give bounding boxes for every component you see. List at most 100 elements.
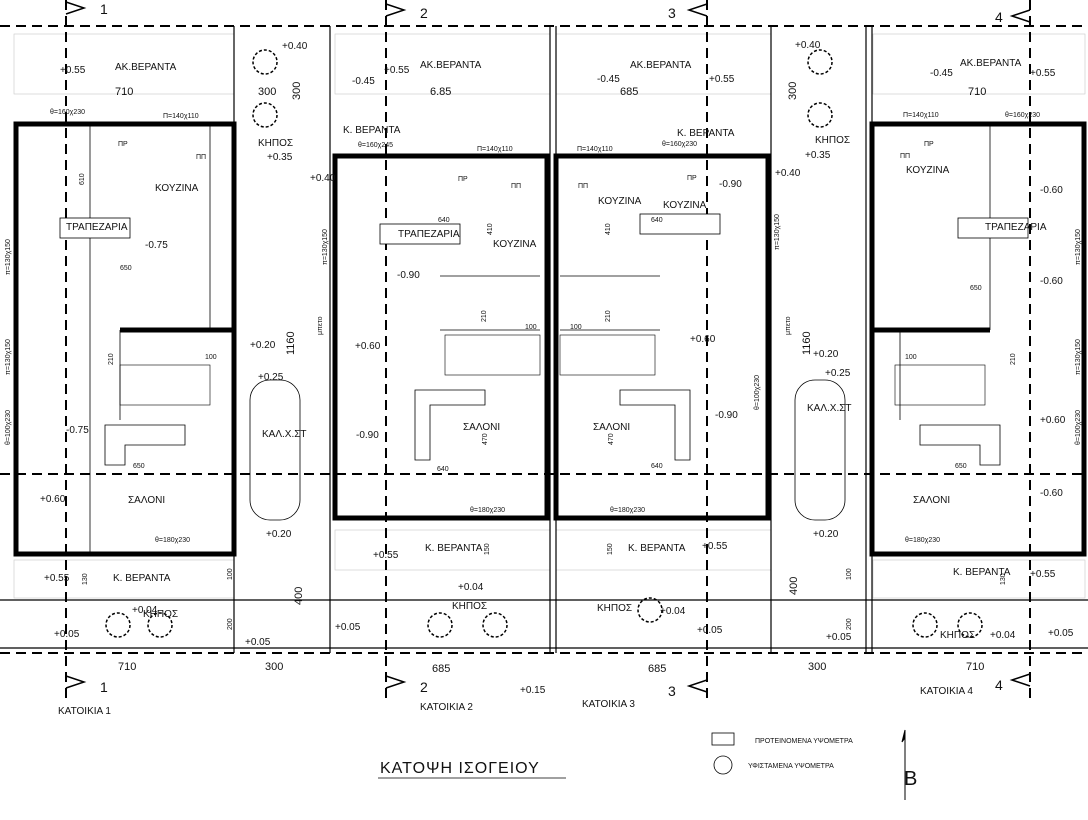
dim-650-1: 650: [120, 265, 132, 272]
legend-existing-label: ΥΦΙΣΤΑΜΕΝΑ ΥΨΟΜΕΤΡΑ: [748, 763, 834, 770]
dim-1160-left: 1160: [285, 331, 297, 355]
level-p005-1b: +0.05: [245, 637, 271, 648]
tree-icon: [912, 612, 938, 638]
level-p055-2b: +0.55: [373, 550, 399, 561]
room-saloni-2: ΣΑΛΟΝΙ: [463, 422, 500, 433]
dim-100-4: 100: [905, 354, 917, 361]
dim-300-top: 300: [258, 86, 276, 98]
tree-icon: [427, 612, 453, 638]
legend-existing-swatch: [713, 755, 733, 775]
opening-w160x230-1: θ=160χ230: [50, 109, 85, 116]
level-p060-1: +0.60: [40, 494, 66, 505]
section-mark-1-bottom: 1: [100, 679, 108, 695]
level-m090-2a: -0.90: [397, 270, 420, 281]
dim-150-3: 150: [607, 543, 614, 555]
opening-mpeto-2: μπετο: [317, 316, 324, 335]
room-labels: ΑΚ.ΒΕΡΑΝΤΑ ΑΚ.ΒΕΡΑΝΤΑ ΑΚ.ΒΕΡΑΝΤΑ ΑΚ.ΒΕΡΑ…: [66, 58, 1047, 641]
dim-400-right: 400: [788, 577, 800, 595]
opening-p130x150-1: π=130χ150: [5, 239, 12, 275]
dim-410-2: 410: [487, 223, 494, 235]
room-ak-veranta-2: ΑΚ.ΒΕΡΑΝΤΑ: [420, 60, 482, 71]
section-mark-2-bottom: 2: [420, 679, 428, 695]
dim-610: 610: [79, 173, 86, 185]
dim-400-left: 400: [293, 587, 305, 605]
level-p060-3: +0.60: [690, 334, 716, 345]
dining-table: [59, 217, 131, 239]
room-kipos-4t: ΚΗΠΟΣ: [815, 135, 850, 146]
opening-p140x110-4: Π=140χ110: [903, 112, 939, 119]
level-p005-2: +0.05: [335, 622, 361, 633]
dim-300-left-v: 300: [291, 82, 303, 100]
level-p060-2: +0.60: [355, 341, 381, 352]
dining-tables: [59, 213, 1029, 245]
opening-pp-2: ΠΠ: [511, 183, 521, 190]
opening-p140x110-2: Π=140χ110: [477, 146, 513, 153]
dim-210-4: 210: [1010, 353, 1017, 365]
room-kouzina-3b: ΚΟΥΖΙΝΑ: [663, 200, 707, 211]
dim-300-bottom-4: 300: [808, 661, 826, 673]
opening-pp-3: ΠΠ: [578, 183, 588, 190]
opening-p130x150-3: π=130χ150: [774, 214, 781, 250]
room-trapezaria-2: ΤΡΑΠΕΖΑΡΙΑ: [398, 229, 460, 240]
opening-w180x230-1: θ=180χ230: [155, 537, 190, 544]
level-p005-3: +0.05: [697, 625, 723, 636]
room-kipos-1b: ΚΗΠΟΣ: [143, 609, 178, 620]
room-trapezaria-1: ΤΡΑΠΕΖΑΡΙΑ: [66, 222, 128, 233]
north-label: B: [904, 768, 917, 790]
level-p055-2t: +0.55: [384, 65, 410, 76]
level-p055-3b: +0.55: [702, 541, 728, 552]
dim-130-1: 130: [82, 573, 89, 585]
dim-100-2: 100: [525, 324, 537, 331]
room-kouzina-3: ΚΟΥΖΙΝΑ: [598, 196, 642, 207]
house-walls: [13, 121, 1087, 557]
dim-650-4: 650: [970, 285, 982, 292]
opening-p130x150-4: π=130χ150: [1075, 229, 1082, 265]
dim-650-4b: 650: [955, 463, 967, 470]
dining-table: [379, 223, 461, 245]
dim-710-top-4: 710: [968, 86, 986, 98]
level-p060-4b: +0.60: [1040, 415, 1066, 426]
house-label-3: ΚΑΤΟΙΚΙΑ 3: [582, 699, 635, 710]
level-p055-4t: +0.55: [1030, 68, 1056, 79]
dim-470-2: 470: [482, 433, 489, 445]
opening-pr-4: ΠΡ: [924, 141, 934, 148]
dim-710-top-1: 710: [115, 86, 133, 98]
level-m045-3t: -0.45: [597, 74, 620, 85]
room-saloni-4: ΣΑΛΟΝΙ: [913, 495, 950, 506]
dim-6-85-top: 6.85: [430, 86, 451, 98]
tree-icon: [957, 612, 983, 638]
level-p004-3: +0.04: [660, 606, 686, 617]
level-p004-1: +0.04: [132, 605, 158, 616]
level-labels: +0.55 +0.40 -0.45 +0.55 -0.45 +0.55 +0.4…: [40, 40, 1074, 696]
level-m060-4a: -0.60: [1040, 185, 1063, 196]
section-mark-4: 4: [995, 9, 1003, 25]
room-saloni-3: ΣΑΛΟΝΙ: [593, 422, 630, 433]
dim-100-1v: 100: [227, 568, 234, 580]
tree-icon: [807, 102, 833, 128]
tree-icon: [637, 597, 663, 623]
dim-470-3: 470: [608, 433, 615, 445]
opening-w180x230-2: θ=180χ230: [470, 507, 505, 514]
opening-pp-1: ΠΠ: [196, 154, 206, 161]
dim-210-3: 210: [605, 310, 612, 322]
level-p035-1: +0.35: [267, 152, 293, 163]
room-kipos-2: ΚΗΠΟΣ: [452, 601, 487, 612]
tree-icon: [147, 612, 173, 638]
opening-pr-2: ΠΡ: [458, 176, 468, 183]
house-label-4: ΚΑΤΟΙΚΙΑ 4: [920, 686, 973, 697]
level-m045-2t: -0.45: [352, 76, 375, 87]
room-k-veranta-4: Κ. ΒΕΡΑΝΤΑ: [953, 567, 1011, 578]
level-p020-1: +0.20: [250, 340, 276, 351]
room-k-veranta-3: Κ. ΒΕΡΑΝΤΑ: [628, 543, 686, 554]
room-k-veranta-3t: Κ. ΒΕΡΑΝΤΑ: [677, 128, 735, 139]
level-m060-4b: -0.60: [1040, 276, 1063, 287]
dim-640-2: 640: [438, 217, 450, 224]
opening-p130x150-1b: π=130χ150: [5, 339, 12, 375]
section-mark-2: 2: [420, 5, 428, 21]
lot-boundaries: [0, 26, 1088, 653]
opening-p130x150-2: π=130χ150: [322, 229, 329, 265]
stairs: [119, 334, 986, 406]
opening-w160x245: θ=160χ245: [358, 142, 393, 149]
level-m090-3a: -0.90: [719, 179, 742, 190]
section-mark-4-bottom: 4: [995, 677, 1003, 693]
